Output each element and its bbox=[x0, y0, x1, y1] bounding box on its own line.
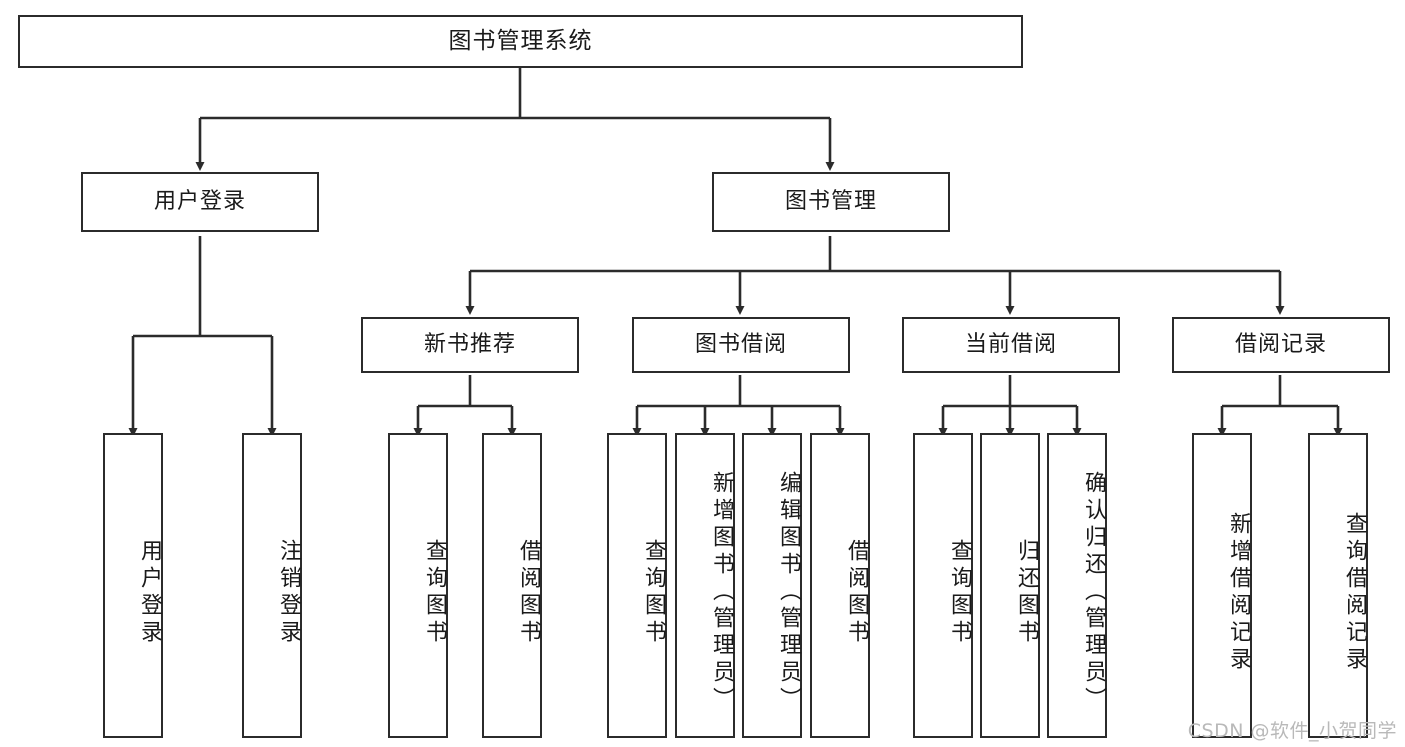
leaf-new-book-query[interactable]: 查询图书 bbox=[388, 433, 448, 738]
node-label: 确认归还（管理员） bbox=[1081, 471, 1106, 714]
node-current-borrow[interactable]: 当前借阅 bbox=[902, 317, 1120, 373]
node-user-login[interactable]: 用户登录 bbox=[81, 172, 319, 232]
leaf-book-borrow-query[interactable]: 查询图书 bbox=[607, 433, 667, 738]
node-root-book-management-system[interactable]: 图书管理系统 bbox=[18, 15, 1023, 68]
node-label: 新增图书（管理员） bbox=[709, 471, 734, 714]
leaf-borrow-record-query[interactable]: 查询借阅记录 bbox=[1308, 433, 1368, 738]
node-book-borrow[interactable]: 图书借阅 bbox=[632, 317, 850, 373]
node-book-management[interactable]: 图书管理 bbox=[712, 172, 950, 232]
leaf-current-borrow-query[interactable]: 查询图书 bbox=[913, 433, 973, 738]
node-label: 图书借阅 bbox=[694, 331, 787, 357]
node-label: 编辑图书（管理员） bbox=[776, 471, 801, 714]
leaf-book-borrow-add[interactable]: 新增图书（管理员） bbox=[675, 433, 735, 738]
node-label: 查询借阅记录 bbox=[1342, 511, 1367, 674]
node-label: 注销登录 bbox=[276, 538, 301, 647]
node-label: 用户登录 bbox=[153, 188, 246, 214]
leaf-user-login-logout[interactable]: 注销登录 bbox=[242, 433, 302, 738]
node-label: 新书推荐 bbox=[423, 331, 516, 357]
node-label: 图书管理 bbox=[784, 188, 877, 214]
node-label: 新增借阅记录 bbox=[1226, 511, 1251, 674]
leaf-borrow-record-add[interactable]: 新增借阅记录 bbox=[1192, 433, 1252, 738]
node-label: 查询图书 bbox=[422, 538, 447, 647]
leaf-user-login-login[interactable]: 用户登录 bbox=[103, 433, 163, 738]
node-label: 归还图书 bbox=[1014, 538, 1039, 647]
leaf-book-borrow-borrow[interactable]: 借阅图书 bbox=[810, 433, 870, 738]
node-label: 当前借阅 bbox=[964, 331, 1057, 357]
leaf-current-borrow-return[interactable]: 归还图书 bbox=[980, 433, 1040, 738]
node-new-book-recommend[interactable]: 新书推荐 bbox=[361, 317, 579, 373]
leaf-current-borrow-confirm-return[interactable]: 确认归还（管理员） bbox=[1047, 433, 1107, 738]
node-label: 借阅图书 bbox=[516, 538, 541, 647]
node-label: 查询图书 bbox=[947, 538, 972, 647]
node-label: 查询图书 bbox=[641, 538, 666, 647]
node-label: 借阅图书 bbox=[844, 538, 869, 647]
node-borrow-record[interactable]: 借阅记录 bbox=[1172, 317, 1390, 373]
node-label: 用户登录 bbox=[137, 538, 162, 647]
node-label: 图书管理系统 bbox=[448, 27, 593, 54]
leaf-new-book-borrow[interactable]: 借阅图书 bbox=[482, 433, 542, 738]
leaf-book-borrow-edit[interactable]: 编辑图书（管理员） bbox=[742, 433, 802, 738]
node-label: 借阅记录 bbox=[1234, 331, 1327, 357]
